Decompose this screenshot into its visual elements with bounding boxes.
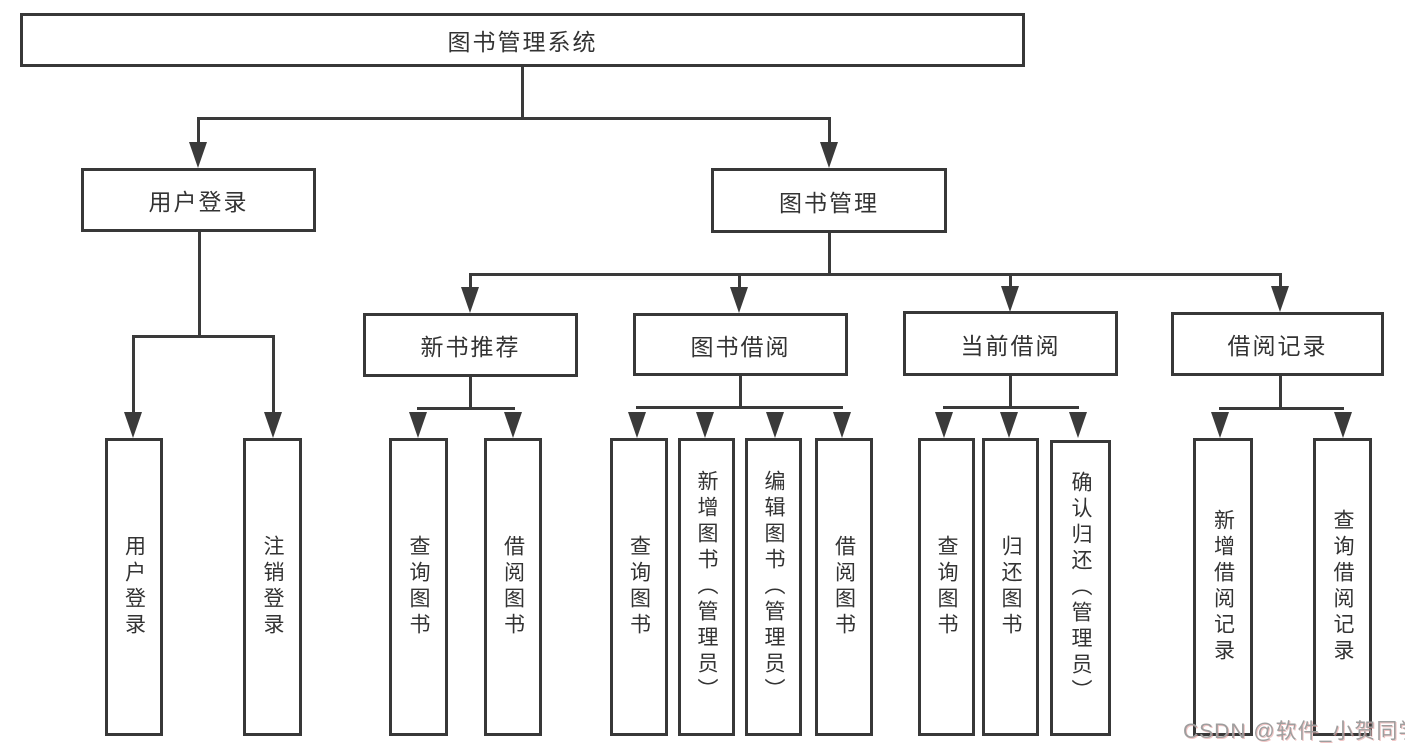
connector-drop-current-borrow	[1009, 273, 1012, 289]
leaf-borrow-books: 借阅图书	[815, 438, 873, 736]
leaf-confirm-return-admin: 确认归还（管理员）	[1050, 440, 1111, 736]
arrowhead-borrow-books-2	[833, 412, 851, 438]
arrowhead-book-borrow	[730, 287, 748, 313]
leaf-edit-books-admin-label: 编辑图书（管理员）	[762, 470, 786, 704]
leaf-add-borrow-record-label: 新增借阅记录	[1211, 509, 1235, 665]
connector-drop-book-borrow	[738, 273, 741, 289]
leaf-query-books-recommend: 查询图书	[389, 438, 448, 736]
connector-drop-leaf-logout	[272, 335, 275, 414]
leaf-user-login-label: 用户登录	[122, 535, 146, 639]
connector-borrow-record-stem	[1279, 376, 1282, 410]
node-book-mgmt-label: 图书管理	[779, 189, 879, 216]
node-root: 图书管理系统	[20, 13, 1025, 67]
leaf-query-borrow-record-label: 查询借阅记录	[1331, 509, 1355, 665]
node-book-borrow: 图书借阅	[633, 313, 848, 376]
arrowhead-new-book	[461, 287, 479, 313]
leaf-add-books-admin-label: 新增图书（管理员）	[695, 470, 719, 704]
arrowhead-book-mgmt	[820, 142, 838, 168]
leaf-logout-label: 注销登录	[261, 535, 285, 639]
leaf-return-books-label: 归还图书	[999, 535, 1023, 639]
connector-book-borrow-stem	[739, 376, 742, 409]
leaf-query-borrow-record: 查询借阅记录	[1313, 438, 1372, 736]
arrowhead-query-record	[1334, 412, 1352, 438]
arrowhead-leaf-logout	[264, 412, 282, 438]
node-borrow-record: 借阅记录	[1171, 312, 1384, 376]
leaf-add-borrow-record: 新增借阅记录	[1193, 438, 1253, 736]
connector-root-stem	[521, 67, 524, 117]
arrowhead-borrow-books-1	[504, 412, 522, 438]
leaf-logout: 注销登录	[243, 438, 302, 736]
connector-drop-book-mgmt	[828, 117, 831, 146]
arrowhead-query-books-3	[935, 412, 953, 438]
leaf-borrow-books-recommend: 借阅图书	[484, 438, 542, 736]
leaf-edit-books-admin: 编辑图书（管理员）	[745, 438, 802, 736]
leaf-query-books-recommend-label: 查询图书	[407, 535, 431, 639]
leaf-query-books-current-label: 查询图书	[935, 535, 959, 639]
connector-drop-leaf-login	[132, 335, 135, 414]
connector-new-book-stem	[469, 377, 472, 409]
node-new-book-recommend: 新书推荐	[363, 313, 578, 377]
node-user-login: 用户登录	[81, 168, 316, 232]
connector-book-mgmt-split	[469, 273, 1282, 276]
node-current-borrow: 当前借阅	[903, 311, 1118, 376]
connector-root-split	[197, 117, 831, 120]
node-new-book-recommend-label: 新书推荐	[420, 334, 521, 360]
connector-current-borrow-stem	[1009, 376, 1012, 409]
node-current-borrow-label: 当前借阅	[960, 332, 1061, 359]
connector-book-borrow-split	[636, 406, 843, 409]
node-root-label: 图书管理系统	[447, 29, 598, 55]
leaf-borrow-books-label: 借阅图书	[832, 535, 856, 639]
arrowhead-edit-books	[766, 412, 784, 438]
leaf-borrow-books-recommend-label: 借阅图书	[501, 535, 525, 639]
arrowhead-borrow-record	[1271, 286, 1289, 312]
connector-user-login-stem	[198, 232, 201, 338]
watermark: CSDN @软件_小贺同学	[1183, 720, 1405, 743]
connector-new-book-split	[417, 407, 515, 410]
connector-current-borrow-split	[943, 406, 1079, 409]
arrowhead-query-books-2	[628, 412, 646, 438]
arrowhead-add-books	[696, 412, 714, 438]
arrowhead-query-books-1	[409, 412, 427, 438]
arrowhead-add-record	[1211, 412, 1229, 438]
leaf-confirm-return-admin-label: 确认归还（管理员）	[1069, 471, 1093, 705]
arrowhead-confirm-return	[1069, 412, 1087, 438]
connector-book-mgmt-stem	[828, 233, 831, 276]
node-borrow-record-label: 借阅记录	[1227, 333, 1328, 359]
connector-drop-borrow-record	[1279, 273, 1282, 289]
leaf-return-books: 归还图书	[982, 438, 1039, 736]
arrowhead-return-books	[1000, 412, 1018, 438]
node-book-mgmt: 图书管理	[711, 168, 947, 233]
arrowhead-user-login	[189, 142, 207, 168]
node-book-borrow-label: 图书借阅	[690, 333, 791, 360]
leaf-add-books-admin: 新增图书（管理员）	[678, 438, 735, 736]
node-user-login-label: 用户登录	[148, 189, 249, 215]
leaf-query-books-current: 查询图书	[918, 438, 975, 736]
leaf-user-login: 用户登录	[105, 438, 163, 736]
connector-drop-new-book	[469, 273, 472, 289]
leaf-query-books-borrow: 查询图书	[610, 438, 668, 736]
connector-user-login-split	[132, 335, 275, 338]
connector-borrow-record-split	[1219, 407, 1344, 410]
arrowhead-leaf-login	[124, 412, 142, 438]
leaf-query-books-borrow-label: 查询图书	[627, 535, 651, 639]
connector-drop-user-login	[197, 117, 200, 146]
arrowhead-current-borrow	[1001, 286, 1019, 312]
